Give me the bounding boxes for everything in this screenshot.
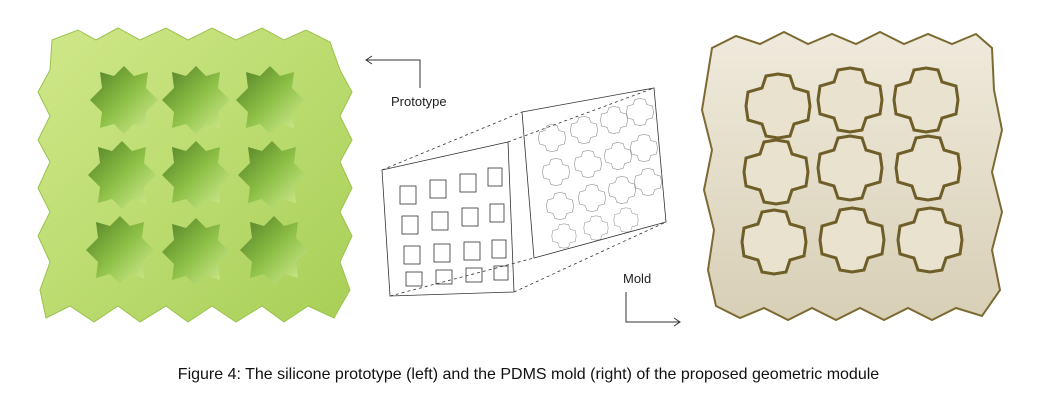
mold-cells bbox=[740, 66, 964, 276]
prototype-label: Prototype bbox=[391, 94, 447, 109]
mold-label: Mold bbox=[623, 271, 652, 286]
mold-arrow bbox=[625, 292, 681, 327]
mold-photo bbox=[700, 30, 1004, 322]
prototype-holes bbox=[86, 66, 308, 286]
exploded-line-drawing bbox=[381, 87, 667, 297]
prototype-photo bbox=[37, 27, 353, 323]
prototype-arrow bbox=[365, 55, 421, 88]
figure-caption: Figure 4: The silicone prototype (left) … bbox=[177, 366, 880, 383]
